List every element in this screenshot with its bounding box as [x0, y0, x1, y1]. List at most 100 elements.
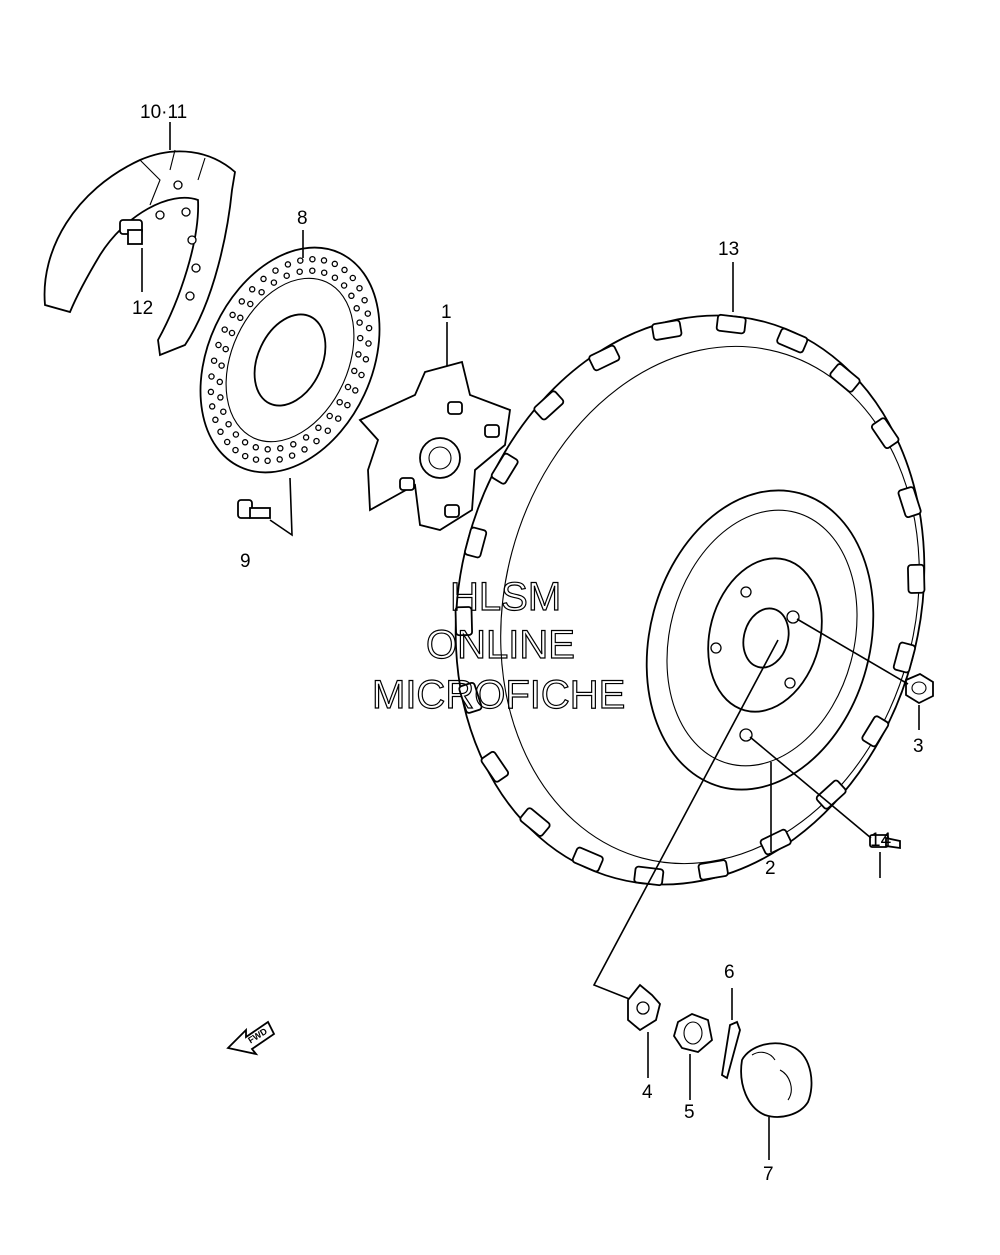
lock-washer: [627, 983, 661, 1032]
disc-perforation: [264, 446, 271, 453]
tread-block: [480, 750, 510, 783]
wheel-nut: [905, 672, 934, 705]
label-5: 5: [684, 1102, 695, 1123]
disc-perforation: [320, 269, 328, 276]
disc-perforation: [208, 373, 215, 380]
leader-3-a: [796, 618, 909, 685]
disc-perforation: [352, 387, 359, 394]
disc-perforation: [301, 446, 308, 453]
disc-perforation: [364, 310, 372, 317]
wheel-rim: [645, 489, 875, 791]
leader-9: [269, 477, 293, 537]
disc-perforation: [326, 412, 333, 420]
disc-perforation: [284, 261, 292, 268]
disc-perforation: [232, 446, 239, 454]
valve-stem: [869, 834, 901, 850]
bolt-12: [119, 219, 143, 245]
disc-perforation: [331, 260, 339, 268]
tread-block: [897, 486, 922, 518]
disc-perforation: [283, 272, 290, 279]
label-9: 9: [240, 551, 251, 572]
label-14: 14: [870, 830, 892, 851]
cotter-pin: [721, 1020, 741, 1080]
disc-perforation: [334, 415, 342, 422]
bolt-9: [237, 499, 271, 519]
disc-perforation: [358, 371, 365, 379]
disc-perforation: [220, 408, 227, 415]
leader-hub-to-washer: [592, 639, 779, 1003]
disc-perforation: [315, 424, 322, 432]
disc-perforation: [218, 362, 225, 369]
watermark-line1: HLSM: [450, 575, 561, 619]
disc-perforation: [208, 403, 216, 410]
disc-perforation: [309, 255, 316, 263]
disc-perforation: [252, 444, 260, 451]
tread-block: [815, 779, 847, 810]
disc-perforation: [210, 357, 218, 364]
disc-perforation: [365, 324, 373, 332]
disc-perforation: [277, 445, 284, 452]
tread-block: [715, 313, 747, 335]
brake-disc: [199, 246, 381, 474]
disc-perforation: [336, 398, 343, 406]
disc-perforation: [237, 314, 244, 322]
disc-perforation: [229, 311, 236, 319]
disc-perforation: [309, 267, 316, 274]
disc-perforation: [241, 439, 249, 446]
tread-block: [651, 319, 683, 341]
fwd-arrow-icon: FWD: [226, 1020, 276, 1056]
tread-block: [907, 563, 926, 594]
disc-perforation: [247, 300, 254, 308]
disc-perforation: [217, 428, 224, 436]
brake-disc-cover: [43, 149, 236, 357]
disc-perforation: [362, 356, 370, 363]
disc-perforation: [331, 274, 339, 281]
disc-perforation: [221, 326, 228, 333]
tread-block: [533, 390, 565, 421]
disc-perforation: [207, 388, 215, 396]
disc-perforation: [355, 351, 362, 358]
label-2: 2: [765, 858, 776, 879]
tread-block: [490, 452, 519, 485]
disc-perforation: [348, 292, 355, 300]
wheel-hub: [358, 360, 511, 531]
disc-perforation: [356, 319, 363, 326]
disc-perforation: [222, 345, 229, 353]
disc-perforation: [351, 367, 358, 375]
tread-block: [776, 327, 809, 354]
tread-block: [759, 828, 792, 856]
disc-perforation: [356, 284, 363, 292]
disc-perforation: [260, 275, 267, 283]
disc-perforation: [212, 416, 219, 424]
disc-perforation: [238, 298, 246, 305]
disc-perforation: [340, 282, 348, 289]
disc-perforation: [324, 427, 332, 434]
disc-perforation: [232, 431, 240, 438]
disc-perforation: [296, 268, 303, 275]
tread-block: [870, 417, 900, 450]
disc-perforation: [349, 274, 357, 282]
castle-nut: [673, 1013, 713, 1053]
disc-perforation: [228, 329, 236, 337]
disc-perforation: [223, 438, 231, 446]
tread-block: [571, 846, 604, 873]
label-6: 6: [724, 962, 735, 983]
tread-block: [861, 715, 890, 748]
disc-perforation: [270, 279, 278, 286]
tread-block: [519, 807, 551, 837]
disc-perforation: [276, 456, 283, 463]
disc-perforation: [258, 288, 265, 296]
disc-perforation: [241, 452, 249, 460]
disc-perforation: [216, 378, 224, 386]
tread-block: [588, 344, 621, 372]
disc-perforation: [225, 420, 232, 428]
tread-block: [829, 363, 861, 393]
hub-cap: [740, 1042, 813, 1118]
disc-perforation: [297, 257, 304, 264]
disc-perforation: [288, 452, 296, 459]
disc-perforation: [320, 257, 328, 264]
disc-perforation: [272, 267, 279, 274]
label-13: 13: [718, 239, 739, 260]
watermark: HLSM ONLINE MICROFICHE: [371, 574, 626, 717]
